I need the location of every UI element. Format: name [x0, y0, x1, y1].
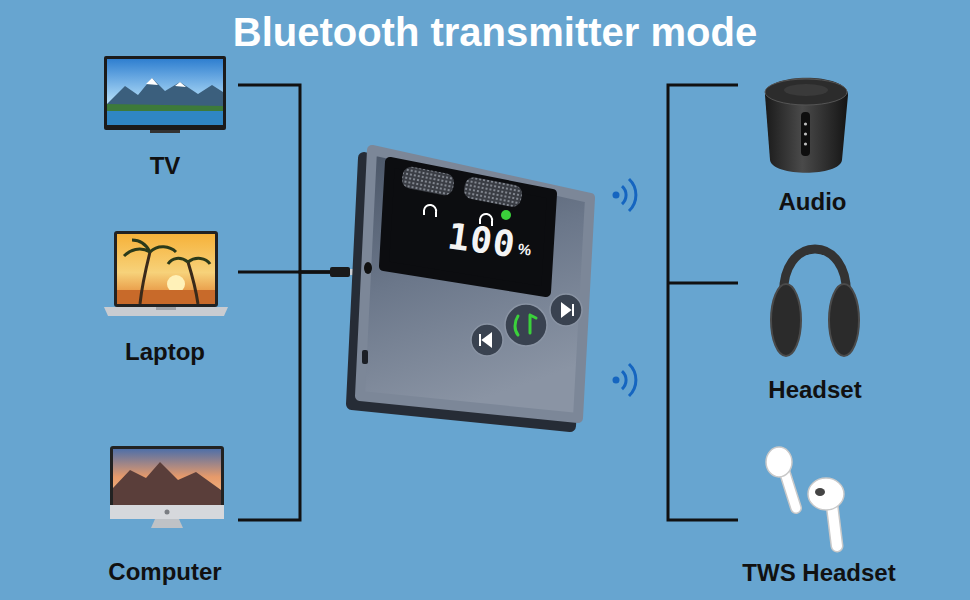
computer-picture: [110, 446, 224, 528]
battery-readout: 100: [445, 216, 518, 265]
tv-frame: [104, 56, 226, 130]
play-icon: [515, 315, 536, 335]
earbud-mesh: [815, 488, 825, 496]
device-node: TV: [92, 54, 238, 180]
diagram-title: Bluetooth transmitter mode: [0, 0, 970, 56]
ear-cup: [829, 284, 859, 356]
speaker-top-button: [784, 84, 828, 96]
speaker-panel: [801, 112, 810, 156]
earbuds-picture: [766, 447, 844, 546]
computer-chin: [110, 505, 224, 519]
tv-stand: [150, 130, 180, 133]
computer-mountain: [113, 462, 221, 505]
device-node: Headset: [740, 236, 890, 404]
device-node: Laptop: [92, 228, 238, 366]
earbud-stem-outline: [832, 505, 837, 546]
device-node: Computer: [92, 440, 238, 586]
device-label: Laptop: [125, 338, 205, 366]
speaker-body: [765, 78, 848, 173]
headphone-icon: [424, 205, 436, 217]
computer-stand: [151, 519, 183, 528]
next-icon: [562, 304, 573, 316]
device-node: TWS Headset: [728, 440, 910, 587]
tv-shore: [107, 104, 223, 112]
percent-sign: %: [517, 240, 533, 260]
wireless-signal: [613, 179, 636, 396]
laptop-screen: [117, 234, 215, 304]
signal-dot: [613, 192, 620, 199]
laptop-sea: [117, 290, 215, 304]
device-label: Audio: [779, 188, 847, 216]
device-label: TV: [150, 152, 181, 180]
signal-waves: [622, 364, 636, 396]
audio-cable: [238, 85, 366, 272]
tv-lake: [107, 111, 223, 125]
play-button: [505, 304, 547, 346]
tv-snow: [146, 78, 186, 87]
transmitter-body: [352, 150, 590, 426]
signal-waves: [622, 179, 636, 211]
speaker-top: [765, 79, 847, 105]
bracket-line: [668, 85, 738, 520]
earbud-head: [766, 447, 792, 477]
jack-port: [364, 262, 372, 274]
tv-picture: [104, 56, 226, 133]
computer-screen: [113, 449, 221, 505]
transmitter-device: 100%: [366, 150, 588, 418]
device-label: Computer: [108, 558, 221, 586]
speaker-led: [804, 132, 807, 135]
display-readout: 100%: [445, 216, 534, 267]
speaker-led: [804, 122, 807, 125]
prev-button: [471, 324, 503, 356]
laptop-base: [104, 307, 228, 316]
device-node: Audio: [740, 60, 885, 216]
signal-dot: [613, 377, 620, 384]
laptop-picture: [104, 231, 228, 316]
device-face: [360, 150, 590, 418]
laptop-notch: [156, 307, 176, 310]
headphones-picture: [771, 249, 859, 356]
speaker-grill: [400, 165, 455, 197]
speaker-grill: [462, 176, 523, 209]
speaker-picture: [765, 78, 848, 173]
device-label: Headset: [768, 376, 861, 404]
ear-cup: [771, 284, 801, 356]
plug-sleeve: [330, 267, 350, 277]
laptop-bezel: [114, 231, 218, 307]
prev-icon: [480, 334, 491, 346]
battery-icon: [501, 210, 511, 220]
output-bracket: [668, 85, 738, 520]
tv-screen: [107, 59, 223, 125]
device-screen: [384, 162, 552, 292]
speaker-led: [804, 142, 807, 145]
earbud-stem: [832, 505, 837, 546]
device-label: TWS Headset: [742, 559, 895, 587]
earbud-head: [808, 478, 844, 510]
computer-bezel: [110, 446, 224, 508]
palm-leaves: [124, 240, 210, 264]
next-button: [550, 294, 582, 326]
side-switch: [362, 350, 368, 364]
computer-logo: [165, 510, 170, 515]
